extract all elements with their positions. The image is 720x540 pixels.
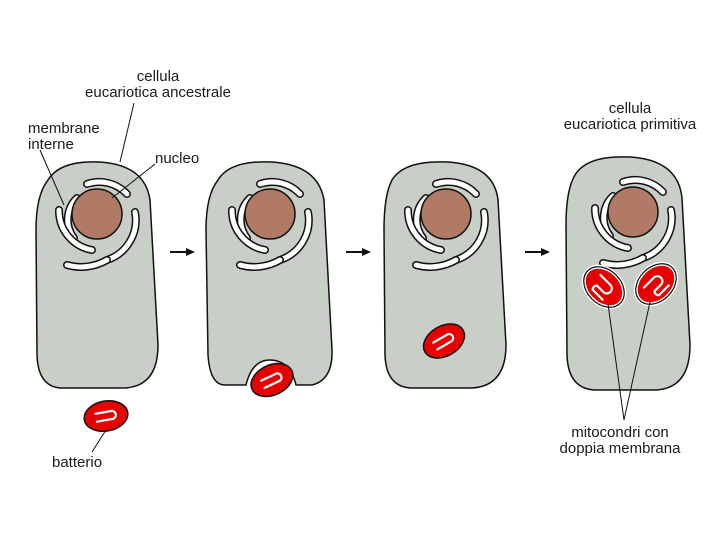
label-mito-line1: mitocondri con: [571, 424, 669, 441]
cell-primitive: [565, 156, 691, 391]
label-bacterium: batterio: [52, 454, 103, 471]
cell-internalized: [383, 161, 507, 389]
arrow-3: [525, 248, 550, 256]
label-primitive: cellula eucariotica primitiva: [545, 101, 715, 133]
label-primitive-line2: eucariotica primitiva: [563, 116, 697, 133]
cell-ancestral: [35, 161, 159, 389]
label-primitive-line1: cellula: [608, 100, 652, 117]
leader-lines: [39, 102, 651, 453]
cell-engulfing: [205, 161, 333, 404]
leader-mito-2: [623, 301, 651, 421]
label-ancestral-line2: eucariotica ancestrale: [85, 84, 231, 101]
label-membranes-line1: membrane: [28, 120, 100, 137]
label-mitochondria: mitocondri con doppia membrana: [535, 425, 705, 457]
label-membranes: membrane interne: [28, 121, 100, 153]
label-ancestral-line1: cellula: [136, 68, 180, 85]
leader-ancestral: [119, 102, 135, 163]
arrow-1: [170, 248, 195, 256]
arrow-2: [346, 248, 371, 256]
leader-membranes: [39, 149, 65, 206]
label-nucleus: nucleo: [155, 150, 200, 167]
leader-mito-1: [607, 303, 625, 421]
leader-nucleus: [111, 163, 156, 199]
label-mito-line2: doppia membrana: [559, 440, 681, 457]
bacterium: [80, 396, 132, 436]
label-ancestral: cellula eucariotica ancestrale: [58, 69, 258, 101]
label-membranes-line2: interne: [28, 136, 74, 153]
leader-bacterium: [91, 429, 107, 453]
